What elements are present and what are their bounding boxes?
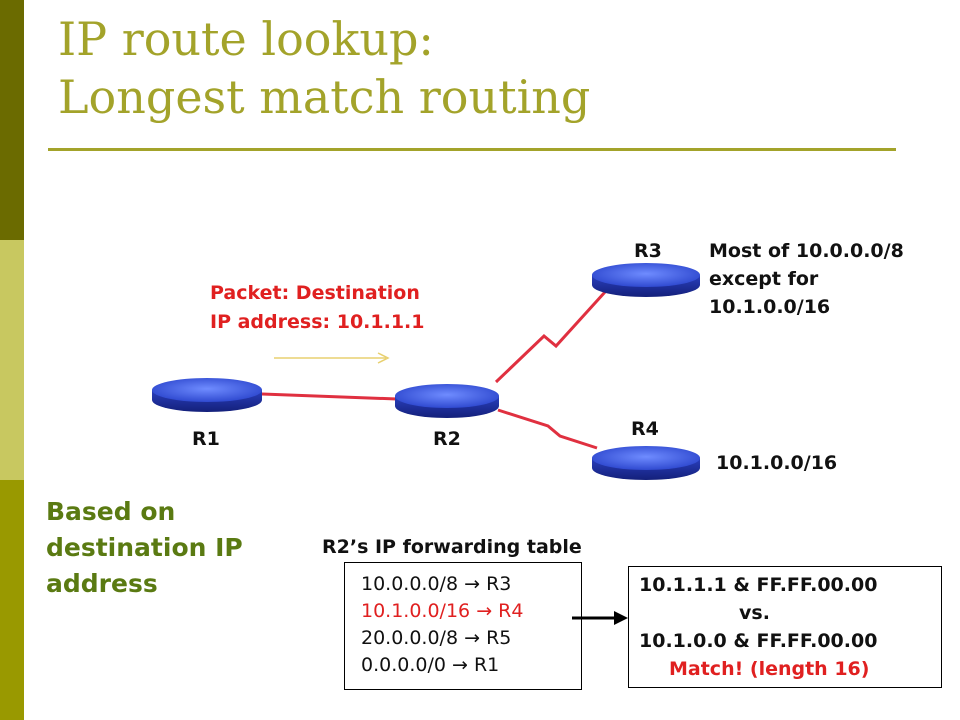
link-r2-r3 xyxy=(494,290,607,384)
slide-title: IP route lookup: Longest match routing xyxy=(58,10,590,126)
match-line1: 10.1.1.1 & FF.FF.00.00 xyxy=(639,574,878,596)
router-label-r2: R2 xyxy=(433,428,461,450)
table-row: 0.0.0.0/0 → R1 xyxy=(361,652,581,679)
match-line3: 10.1.0.0 & FF.FF.00.00 xyxy=(639,630,878,652)
based-on-line3: address xyxy=(46,569,158,598)
decor-bar-top xyxy=(0,0,24,240)
r3-note-line2: except for xyxy=(709,268,819,290)
based-on-line1: Based on xyxy=(46,497,176,526)
row-next-hop: R5 xyxy=(486,627,512,649)
row-prefix: 10.1.0.0/16 xyxy=(361,600,471,622)
row-next-hop: R3 xyxy=(486,573,512,595)
based-on-line2: destination IP xyxy=(46,533,243,562)
forwarding-table: 10.0.0.0/8 → R3 10.1.0.0/16 → R4 20.0.0.… xyxy=(344,562,582,690)
match-result: Match! (length 16) xyxy=(669,658,870,680)
row-prefix: 10.0.0.0/8 xyxy=(361,573,459,595)
row-next-hop: R1 xyxy=(473,654,500,676)
router-icon xyxy=(152,378,262,412)
router-label-r3: R3 xyxy=(634,240,662,262)
router-label-r1: R1 xyxy=(192,428,220,450)
slide-title-line2: Longest match routing xyxy=(58,70,591,124)
r3-note-line1: Most of 10.0.0.0/8 xyxy=(709,240,904,262)
arrow-right-icon xyxy=(274,352,390,364)
router-label-r4: R4 xyxy=(631,418,659,440)
row-prefix: 20.0.0.0/8 xyxy=(361,627,459,649)
packet-label-line1: Packet: Destination xyxy=(210,282,420,304)
based-on-heading: Based on destination IP address xyxy=(46,494,243,602)
router-icon xyxy=(592,446,700,480)
r3-note-line3: 10.1.0.0/16 xyxy=(709,296,831,318)
router-icon xyxy=(592,263,700,297)
arrow-right-icon: → xyxy=(464,573,481,595)
link-r1-r2 xyxy=(261,392,398,401)
arrow-right-icon: → xyxy=(464,627,481,649)
arrow-right-icon: → xyxy=(452,654,468,676)
row-next-hop: R4 xyxy=(498,600,524,622)
arrow-right-icon xyxy=(572,611,628,625)
match-box: 10.1.1.1 & FF.FF.00.00 vs. 10.1.0.0 & FF… xyxy=(628,566,942,688)
match-line2: vs. xyxy=(739,602,770,624)
forwarding-table-caption: R2’s IP forwarding table xyxy=(322,536,582,558)
link-r2-r4 xyxy=(497,408,598,450)
row-prefix: 0.0.0.0/0 xyxy=(361,654,446,676)
router-icon xyxy=(395,384,499,418)
r4-note: 10.1.0.0/16 xyxy=(716,452,838,474)
table-row-highlighted: 10.1.0.0/16 → R4 xyxy=(361,598,581,625)
table-row: 10.0.0.0/8 → R3 xyxy=(361,571,581,598)
decor-bar-bottom xyxy=(0,480,24,720)
arrow-right-icon: → xyxy=(476,600,493,622)
packet-label-line2: IP address: 10.1.1.1 xyxy=(210,311,425,333)
table-row: 20.0.0.0/8 → R5 xyxy=(361,625,581,652)
decor-bar-middle xyxy=(0,240,24,480)
title-divider xyxy=(48,148,896,151)
slide-title-line1: IP route lookup: xyxy=(58,12,434,66)
